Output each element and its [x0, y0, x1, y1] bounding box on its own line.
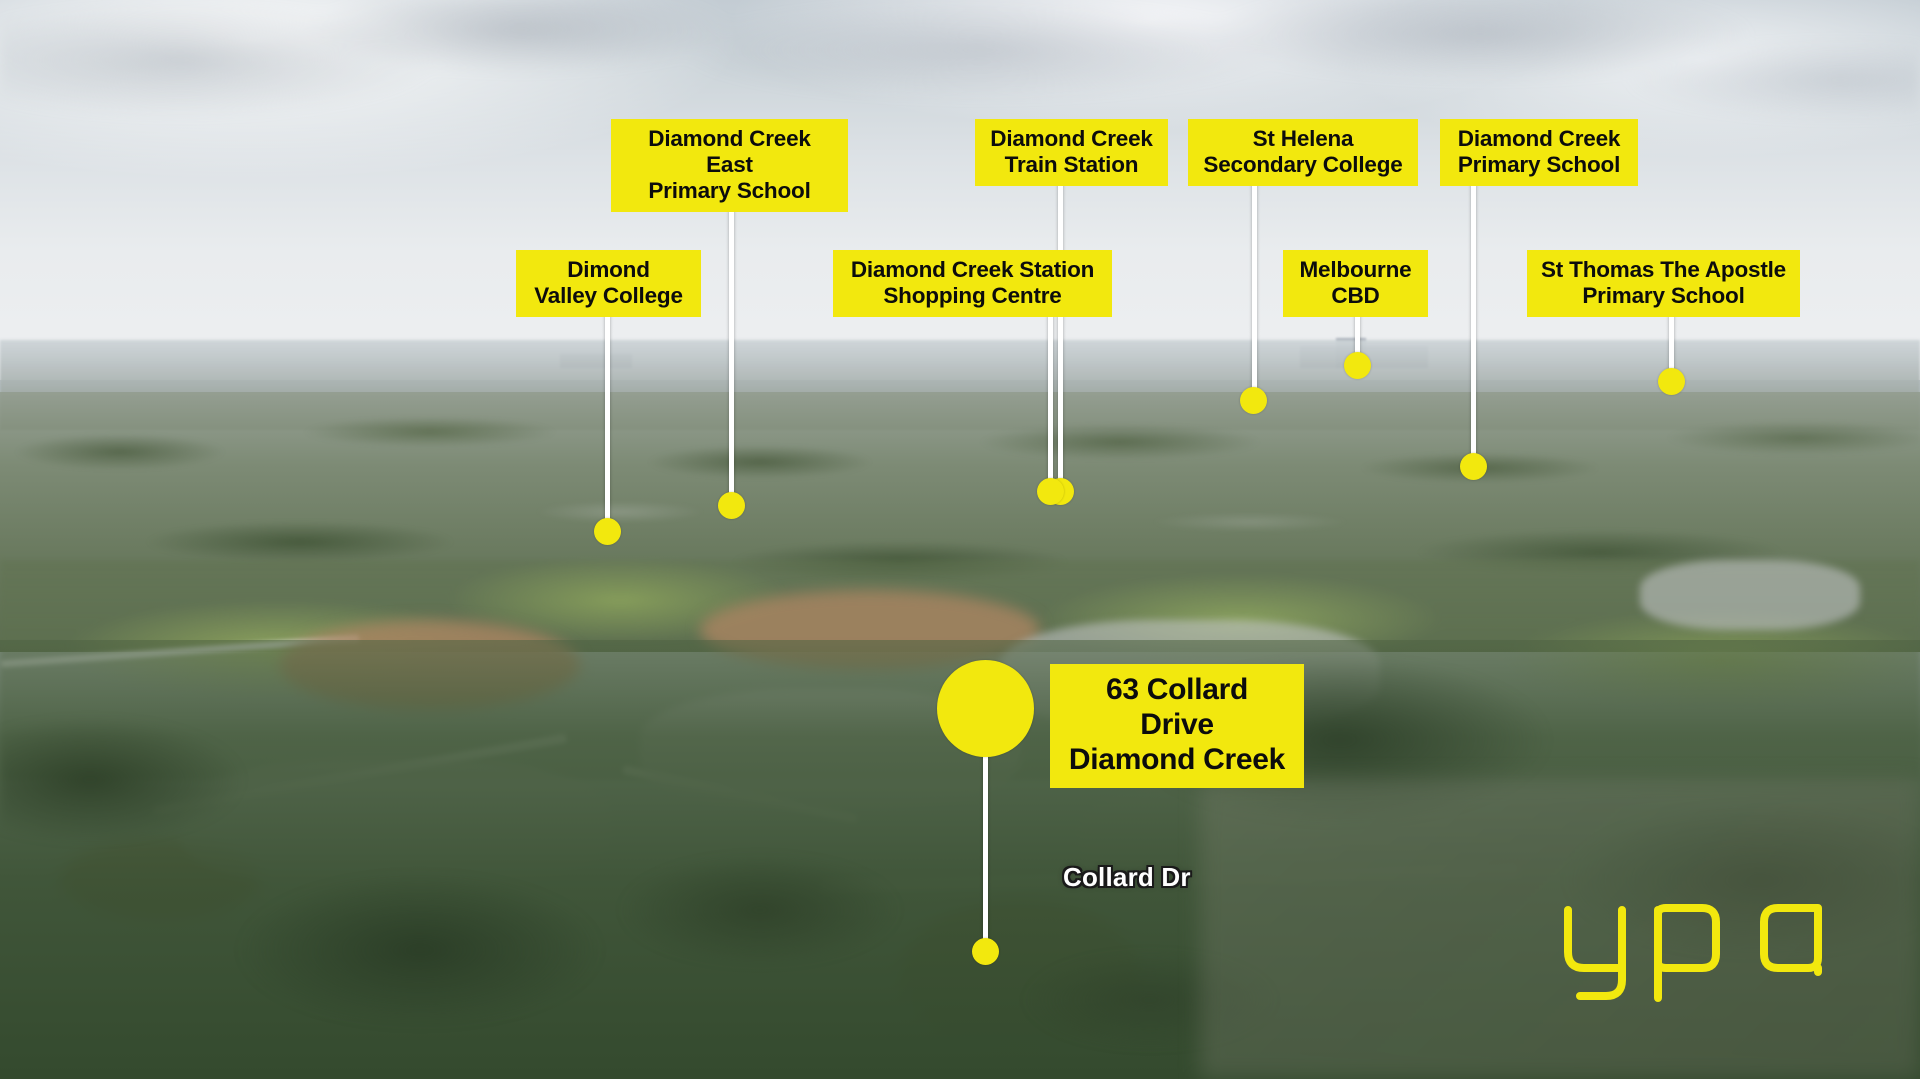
- poi-label-diamond-creek-east-primary-school[interactable]: Diamond Creek East Primary School: [611, 119, 848, 213]
- poi-label-diamond-creek-station-shopping-centre[interactable]: Diamond Creek Station Shopping Centre: [833, 250, 1112, 318]
- marker-dot-st-thomas-the-apostle-primary-school: [1658, 368, 1685, 395]
- property-address-label[interactable]: 63 Collard Drive Diamond Creek: [1050, 664, 1304, 789]
- poi-label-dimond-valley-college[interactable]: Dimond Valley College: [516, 250, 701, 318]
- poi-label-diamond-creek-primary-school[interactable]: Diamond Creek Primary School: [1440, 119, 1638, 187]
- leader-line-st-helena-secondary-college: [1252, 180, 1257, 398]
- housing-estate-roofs: [1640, 560, 1860, 630]
- poi-label-st-helena-secondary-college[interactable]: St Helena Secondary College: [1188, 119, 1418, 187]
- leader-line-diamond-creek-train-station: [1058, 180, 1063, 490]
- cloud-layer: [0, 0, 1920, 230]
- poi-label-diamond-creek-train-station[interactable]: Diamond Creek Train Station: [975, 119, 1168, 187]
- leader-line-diamond-creek-east-primary-school: [729, 180, 734, 503]
- leader-line-property: [983, 750, 988, 955]
- poi-label-melbourne-cbd[interactable]: Melbourne CBD: [1283, 250, 1428, 318]
- leader-line-st-thomas-the-apostle-primary-school: [1669, 311, 1674, 381]
- marker-dot-st-helena-secondary-college: [1240, 387, 1267, 414]
- marker-dot-diamond-creek-station-shopping-centre: [1037, 478, 1064, 505]
- marker-dot-dimond-valley-college: [594, 518, 621, 545]
- street-label-collard-dr: Collard Dr: [1063, 862, 1191, 892]
- marker-dot-property-main: [937, 660, 1034, 757]
- ypa-logo: [1562, 876, 1824, 1004]
- marker-dot-diamond-creek-primary-school: [1460, 453, 1487, 480]
- ypa-logo-icon: [1564, 904, 1822, 1002]
- poi-label-st-thomas-the-apostle-primary-school[interactable]: St Thomas The Apostle Primary School: [1527, 250, 1800, 318]
- marker-dot-diamond-creek-east-primary-school: [718, 492, 745, 519]
- marker-dot-melbourne-cbd: [1344, 352, 1371, 379]
- blurred-privacy-region: [1200, 779, 1920, 1079]
- leader-line-diamond-creek-station-shopping-centre: [1048, 311, 1053, 489]
- leader-line-melbourne-cbd: [1355, 311, 1360, 365]
- leader-line-diamond-creek-primary-school: [1471, 180, 1476, 465]
- leader-line-dimond-valley-college: [605, 311, 610, 529]
- marker-dot-property-endpoint: [972, 938, 999, 965]
